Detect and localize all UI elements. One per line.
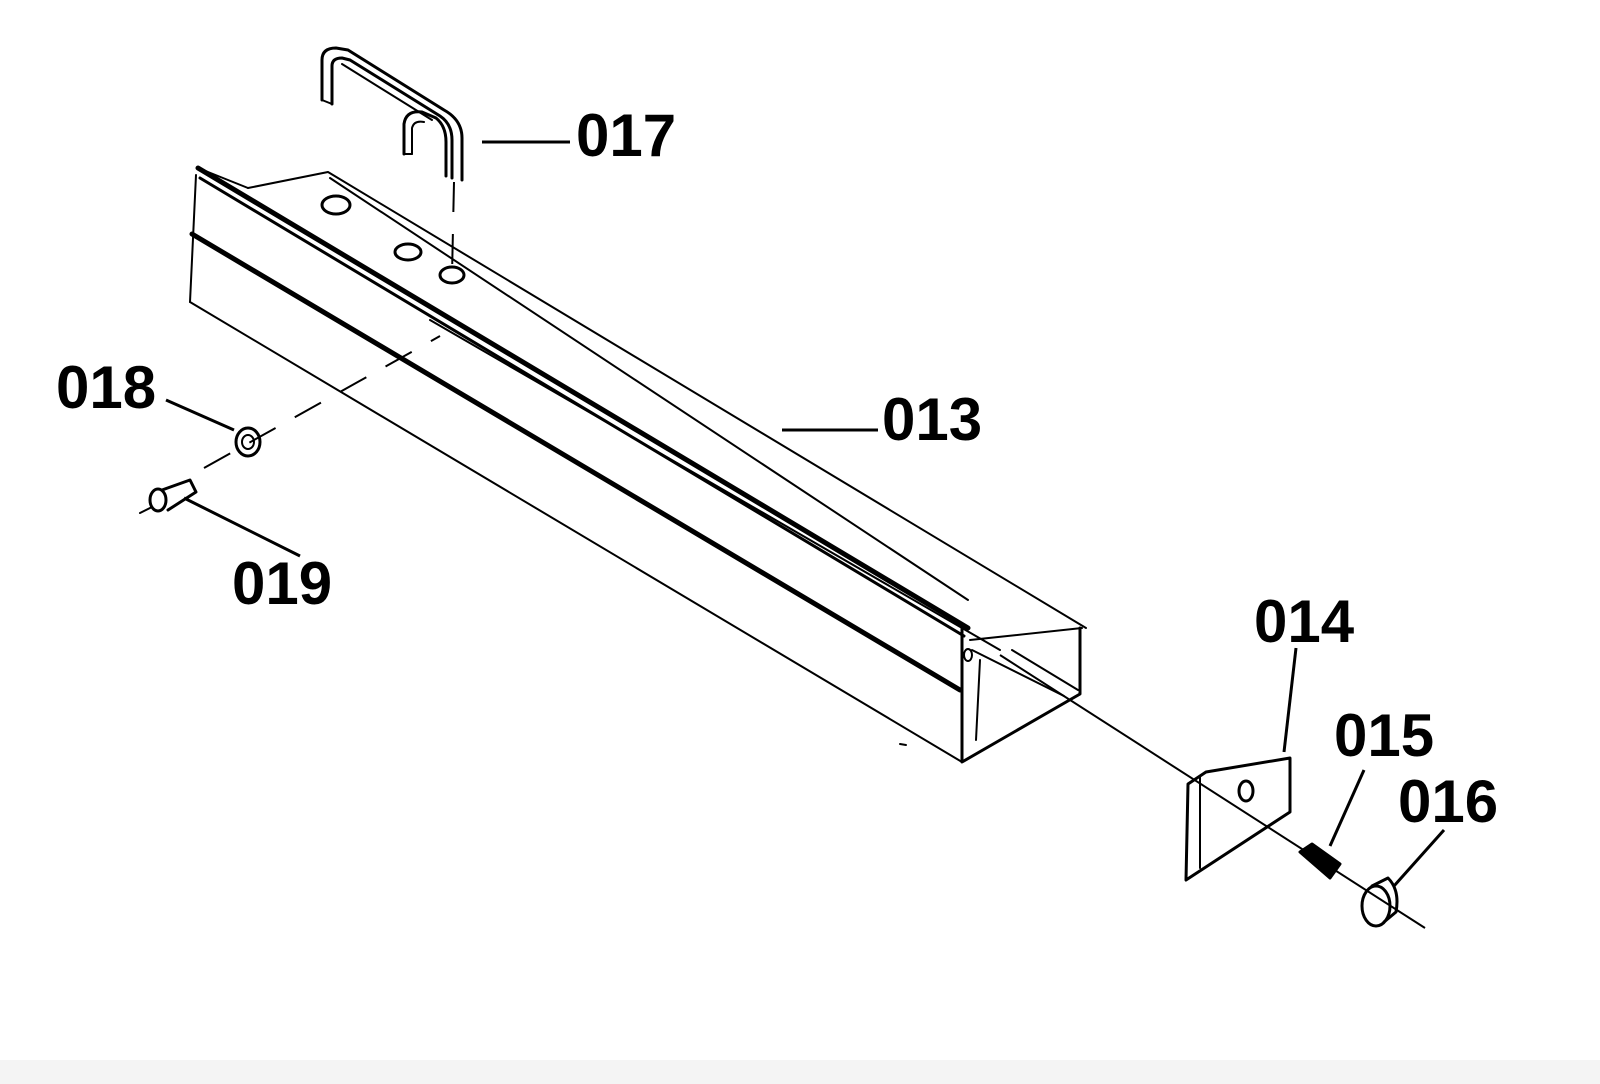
nut-part-016 [1360, 876, 1399, 928]
callout-015: 015 [1334, 702, 1434, 769]
leader-014 [1282, 647, 1298, 753]
end-axis-line [999, 654, 1426, 929]
handle-part-017 [320, 46, 464, 182]
callout-018: 018 [56, 354, 156, 421]
leader-018 [165, 398, 235, 432]
end-plate-part-014 [1184, 756, 1292, 882]
callout-019: 019 [232, 550, 332, 617]
bolt-axis-line [203, 335, 441, 469]
washer-part-018 [234, 426, 262, 458]
leader-015 [1328, 769, 1366, 847]
callout-014: 014 [1254, 588, 1355, 655]
callout-016: 016 [1398, 768, 1498, 835]
bottom-margin-strip [0, 1060, 1600, 1084]
callout-017: 017 [576, 102, 676, 169]
leader-016 [1392, 829, 1446, 887]
channel-beam-part-013 [189, 165, 1087, 764]
bolt-part-019 [139, 478, 198, 514]
callout-013: 013 [882, 386, 982, 453]
spacer-part-015 [1298, 842, 1342, 880]
handle-axis-line [451, 181, 455, 276]
leader-019 [183, 496, 301, 558]
